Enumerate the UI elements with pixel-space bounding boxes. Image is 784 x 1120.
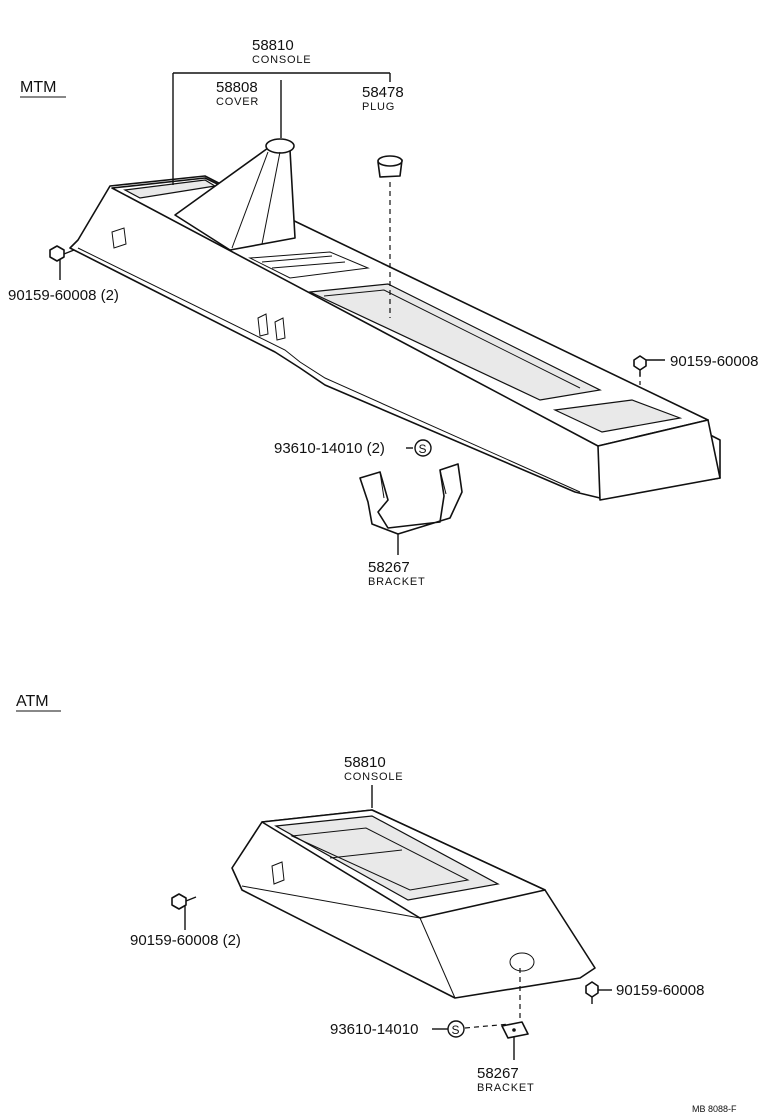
mtm-console-drawing <box>69 138 721 501</box>
atm-nut-symbol: S <box>447 1020 465 1038</box>
mtm-heading: MTM <box>20 79 56 96</box>
mtm-plug-name: PLUG <box>362 101 395 113</box>
atm-nut-label: 93610-14010 <box>330 1021 418 1038</box>
mtm-console-number: 58810 <box>252 37 294 54</box>
mtm-bracket-name: BRACKET <box>368 576 426 588</box>
atm-screw-right-label: 90159-60008 <box>616 982 704 999</box>
mtm-nut-label: 93610-14010 (2) <box>274 440 385 457</box>
mtm-cover-number: 58808 <box>216 79 258 96</box>
atm-console-drawing <box>231 809 596 999</box>
atm-screw-right-icon <box>585 981 599 1004</box>
mtm-console-name: CONSOLE <box>252 54 311 66</box>
atm-bracket-number: 58267 <box>477 1065 519 1082</box>
mtm-screw-right-label: 90159-60008 <box>670 353 758 370</box>
mtm-nut-symbol-letter: S <box>419 442 427 456</box>
mtm-screw-right-icon <box>633 355 647 376</box>
atm-console-number: 58810 <box>344 754 386 771</box>
mtm-bracket-number: 58267 <box>368 559 410 576</box>
mtm-plug-number: 58478 <box>362 84 404 101</box>
mtm-section: MTM <box>8 37 758 588</box>
mtm-screw-left-icon <box>49 245 75 262</box>
atm-section: ATM <box>16 693 704 1094</box>
mtm-nut-symbol: S <box>414 439 432 457</box>
atm-bracket-name: BRACKET <box>477 1082 535 1094</box>
atm-screw-left-label: 90159-60008 (2) <box>130 932 241 949</box>
atm-console-name: CONSOLE <box>344 771 403 783</box>
footer-code: MB 8088-F <box>692 1104 737 1114</box>
atm-nut-symbol-letter: S <box>452 1023 460 1037</box>
atm-heading: ATM <box>16 693 49 710</box>
mtm-bracket-drawing <box>359 463 463 535</box>
mtm-screw-left-label: 90159-60008 (2) <box>8 287 119 304</box>
atm-bracket-drawing <box>501 1021 529 1039</box>
mtm-cover-name: COVER <box>216 96 259 108</box>
atm-screw-left-icon <box>171 893 197 910</box>
